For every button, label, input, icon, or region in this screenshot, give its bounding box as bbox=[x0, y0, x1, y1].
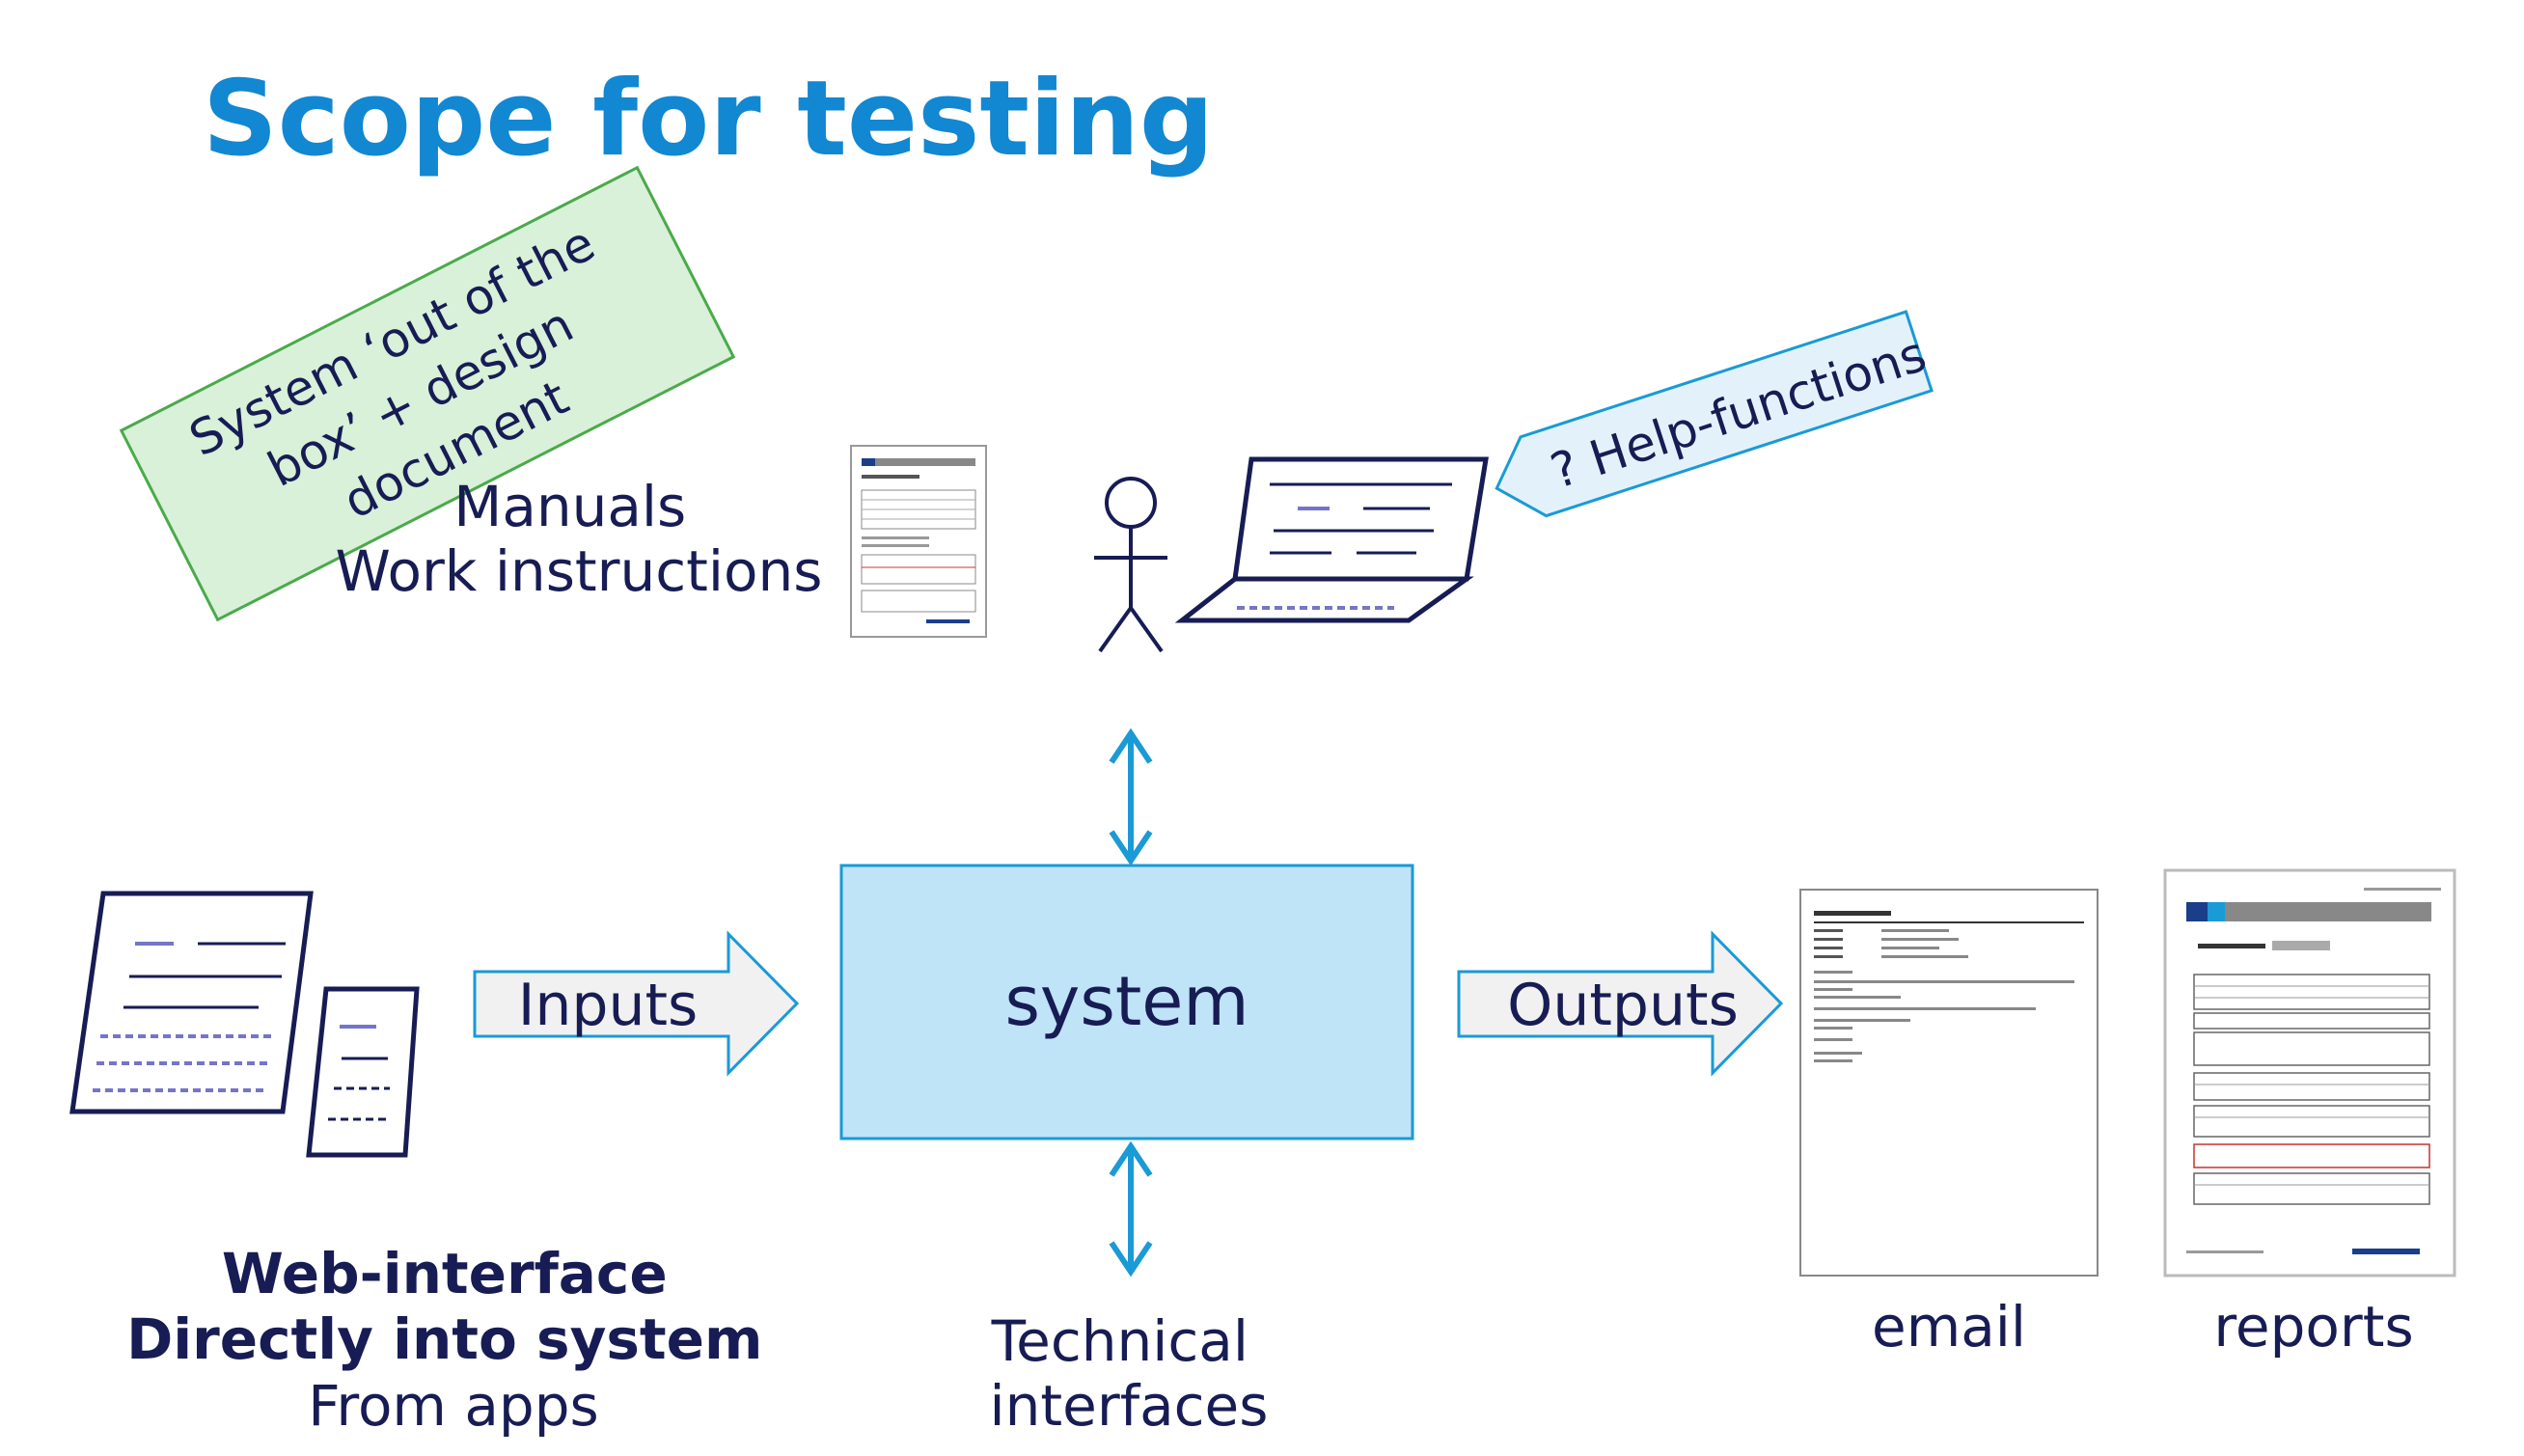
email-label: email bbox=[1872, 1294, 2026, 1360]
technical-interface-arrow bbox=[1109, 1140, 1153, 1277]
outputs-label: Outputs bbox=[1507, 972, 1739, 1039]
system-box bbox=[839, 864, 1414, 1140]
page-title: Scope for testing bbox=[203, 59, 1214, 179]
user-stick-figure-icon bbox=[1094, 477, 1167, 653]
user-system-arrow bbox=[1109, 728, 1153, 866]
work-instructions-label: Work instructions bbox=[336, 538, 823, 604]
web-form-small-icon bbox=[306, 986, 420, 1158]
reports-label: reports bbox=[2213, 1294, 2413, 1360]
inputs-label: Inputs bbox=[518, 972, 699, 1039]
web-interface-label: Web-interface bbox=[222, 1241, 668, 1306]
directly-into-system-label: Directly into system bbox=[126, 1306, 762, 1372]
from-apps-label: From apps bbox=[308, 1373, 599, 1439]
technical-label: Technical bbox=[991, 1308, 1248, 1374]
system-label: system bbox=[1004, 962, 1248, 1041]
interfaces-label: interfaces bbox=[990, 1373, 1269, 1439]
svg-text:Manuals Work instructions: Manuals Work instructions bbox=[336, 474, 823, 604]
reports-document-thumbnail bbox=[2163, 868, 2456, 1277]
laptop-icon bbox=[1174, 456, 1489, 623]
manuals-label: Manuals bbox=[453, 474, 686, 539]
web-form-large-icon bbox=[69, 891, 314, 1114]
email-document-thumbnail bbox=[1799, 889, 2099, 1277]
manual-document-thumbnail bbox=[850, 445, 987, 638]
help-functions-callout: ? Help-functions bbox=[1495, 310, 1934, 518]
inputs-arrow: Inputs bbox=[473, 930, 800, 1077]
svg-text:Web-interface Directly int: Web-interface Directly into system From … bbox=[126, 1241, 781, 1439]
outputs-arrow: Outputs bbox=[1457, 930, 1784, 1077]
svg-text:Technical interfaces: Technical interfaces bbox=[990, 1308, 1269, 1439]
